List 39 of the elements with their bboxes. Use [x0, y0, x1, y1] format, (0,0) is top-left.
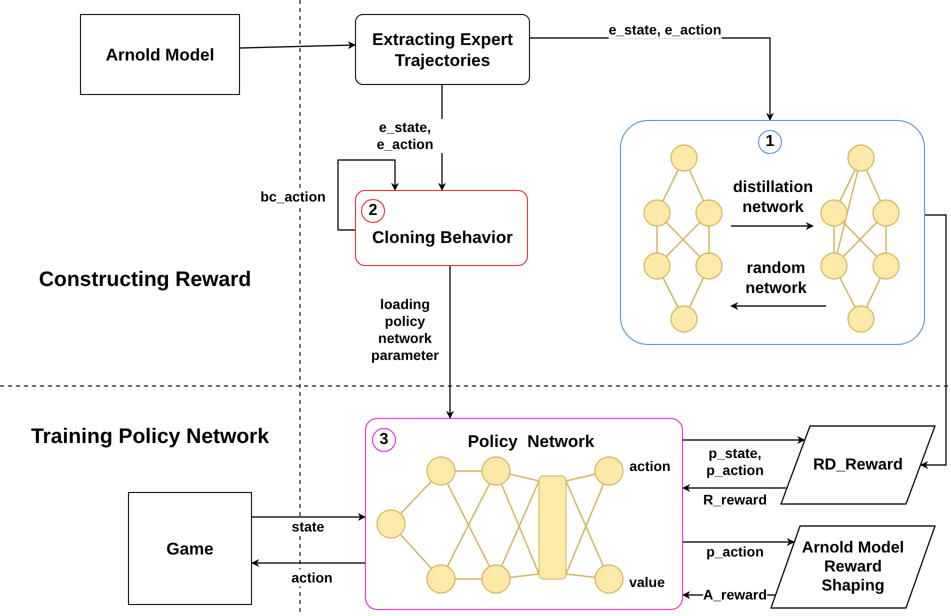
arrow — [337, 159, 399, 231]
process-box — [620, 120, 925, 345]
edge-label: p_action — [706, 544, 764, 560]
edge-label: e_state, e_action — [608, 22, 722, 38]
arrow — [240, 41, 356, 50]
section-title: Constructing Reward — [38, 268, 252, 292]
section-title: Training Policy Network — [30, 425, 270, 449]
process-box — [365, 418, 683, 610]
step-number: 3 — [372, 428, 396, 452]
arrow — [446, 266, 454, 419]
edge-label: A_reward — [703, 586, 767, 604]
node-text: Arnold Model — [104, 44, 216, 65]
node-text: Extracting Expert Trajectories — [371, 28, 514, 70]
step-number: 2 — [361, 199, 385, 223]
process-box — [80, 14, 240, 95]
node-text: Game — [165, 538, 215, 559]
arrow — [682, 484, 786, 492]
node-text: Policy Network — [466, 431, 596, 452]
process-box — [355, 14, 530, 85]
arrow — [683, 436, 806, 444]
annotation-label: distillation network — [732, 178, 814, 218]
step-number: 1 — [758, 130, 782, 154]
annotation-label: random network — [744, 259, 808, 299]
edge-label: action — [291, 570, 333, 586]
annotation-label: action — [629, 458, 671, 474]
edge-label: R_reward — [703, 492, 767, 508]
arrow — [251, 559, 365, 567]
edge-label: bc_action — [260, 188, 326, 206]
arrow — [920, 214, 947, 469]
arrow — [252, 513, 366, 521]
process-box — [128, 492, 252, 605]
node-text: Arnold Model Reward Shaping — [800, 538, 906, 596]
node-text: RD_Reward — [812, 456, 904, 474]
process-parallelogram — [780, 425, 936, 505]
process-parallelogram — [770, 525, 936, 609]
node-text: Cloning Behavior — [371, 227, 514, 248]
process-box — [355, 190, 528, 266]
annotation-label: value — [629, 574, 665, 590]
arrow — [683, 538, 795, 546]
